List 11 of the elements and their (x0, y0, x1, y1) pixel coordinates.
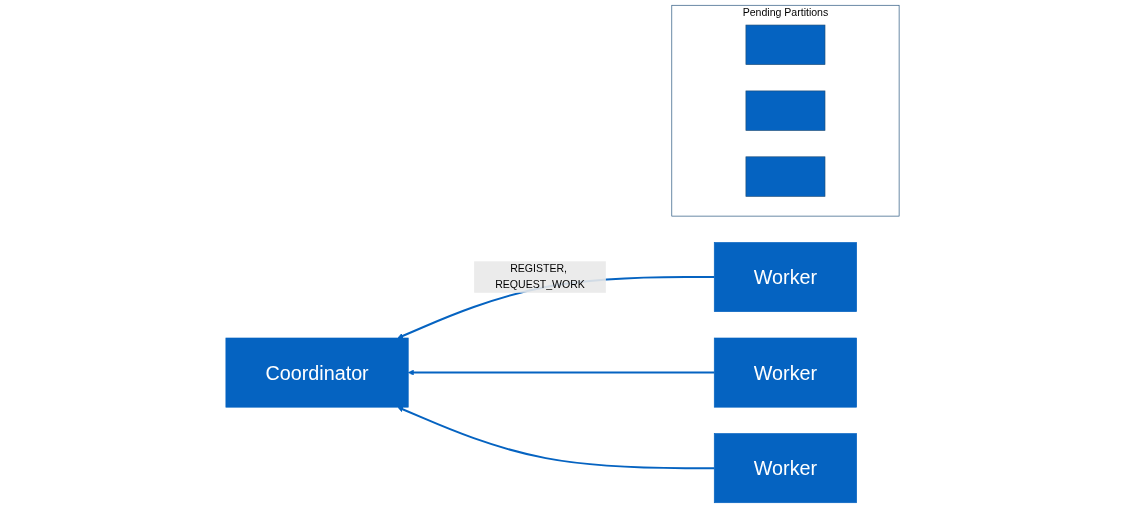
node-box (745, 24, 826, 65)
node-box: Worker (713, 242, 857, 312)
node-box: Worker (713, 337, 857, 408)
node-box: Coordinator (225, 337, 409, 408)
cluster: Pending Partitions (671, 4, 900, 217)
node-box (745, 156, 826, 197)
edge-label: REGISTER, REQUEST_WORK (495, 263, 585, 291)
node-box: Worker (713, 433, 857, 504)
node-box (745, 90, 826, 131)
arrow (408, 369, 716, 376)
arrow (397, 406, 716, 470)
